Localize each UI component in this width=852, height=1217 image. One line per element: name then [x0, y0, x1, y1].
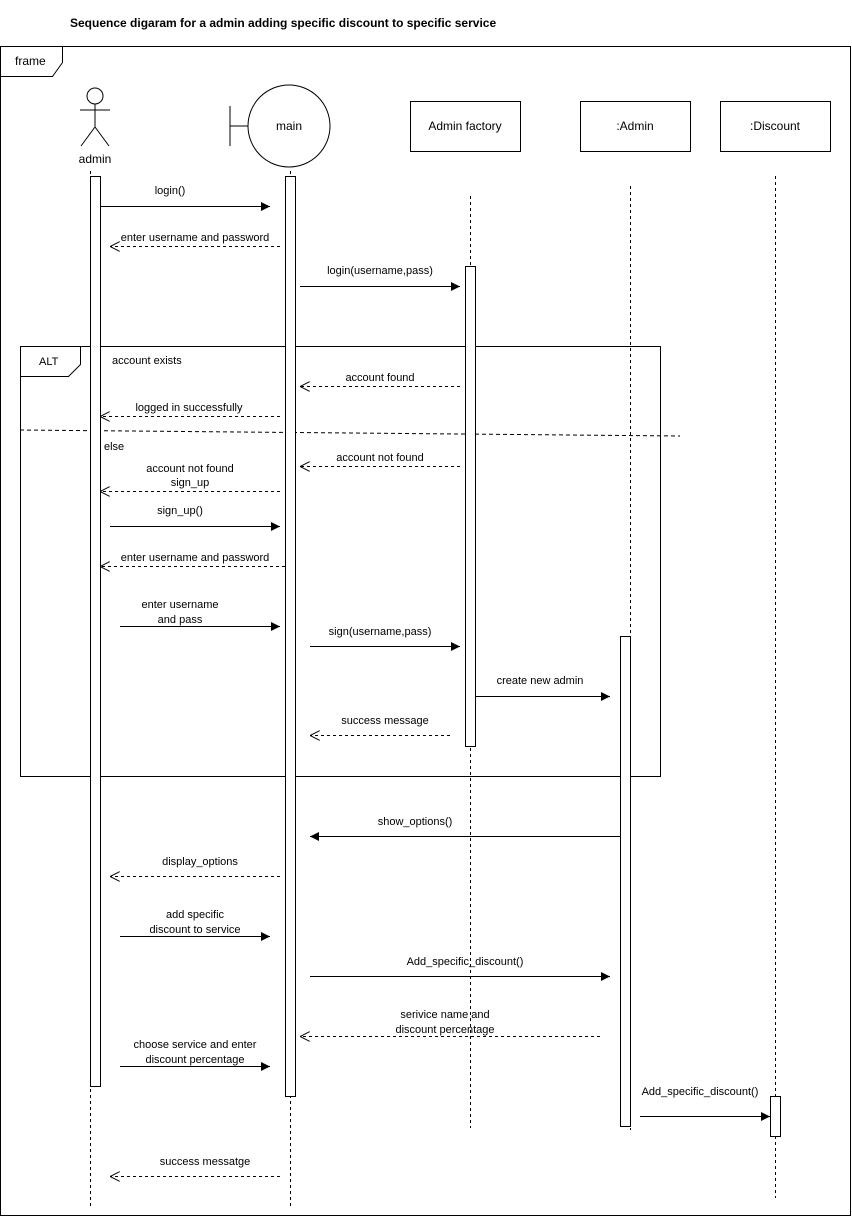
- alt-fragment: [20, 346, 661, 777]
- admin-object-label: :Admin: [616, 119, 653, 133]
- msg-not-found-label-1: account not found: [146, 463, 233, 475]
- msg-sign-label: sign(username,pass): [329, 626, 432, 638]
- admin-actor-icon: [80, 87, 110, 147]
- alt-guard: account exists: [112, 355, 182, 367]
- msg-logged-in-label: logged in successfully: [135, 402, 243, 414]
- discount-object-label: :Discount: [750, 119, 801, 133]
- frame-tab: [0, 46, 63, 77]
- discount-object-box: [720, 101, 831, 152]
- msg-account-found-label: account found: [345, 372, 414, 384]
- msg-enter-username-label-2: and pass: [158, 614, 203, 626]
- admin-factory-box: [410, 101, 521, 152]
- main-activation: [285, 176, 296, 1097]
- msg-add-specific-label-2: discount to service: [149, 924, 240, 936]
- admin-factory-activation: [465, 266, 476, 747]
- msg-login-label: login(): [155, 185, 186, 197]
- admin-activation: [90, 176, 101, 1087]
- msg-add-specific-discount-2-label: Add_specific_discount(): [642, 1086, 759, 1098]
- msg-login-factory-label: login(username,pass): [327, 265, 433, 277]
- msg-display-options-label: display_options: [162, 856, 238, 868]
- msg-not-found-label-2: sign_up: [171, 477, 210, 489]
- alt-divider: [19, 429, 681, 437]
- msg-success-label: success message: [341, 715, 428, 727]
- msg-sign-up-label: sign_up(): [157, 505, 203, 517]
- discount-activation: [770, 1096, 781, 1137]
- msg-add-specific-discount-label: Add_specific_discount(): [407, 956, 524, 968]
- msg-enter-credentials-label: enter username and password: [121, 232, 270, 244]
- alt-fragment-tab: [20, 346, 81, 377]
- msg-success-final-label: success messatge: [160, 1156, 250, 1168]
- msg-enter-credentials-2-label: enter username and password: [121, 552, 270, 564]
- msg-enter-username-label-1: enter username: [141, 599, 218, 611]
- admin-actor-label: admin: [79, 152, 112, 166]
- msg-create-admin-label: create new admin: [497, 675, 584, 687]
- admin-factory-label: Admin factory: [428, 119, 501, 133]
- msg-choose-service-label-1: choose service and enter: [134, 1039, 257, 1051]
- msg-choose-service-label-2: discount percentage: [145, 1054, 244, 1066]
- diagram-title: Sequence digaram for a admin adding spec…: [70, 16, 496, 30]
- msg-service-name-label-2: discount percentage: [395, 1024, 494, 1036]
- outer-frame: [0, 46, 851, 1216]
- msg-account-not-found-label: account not found: [336, 452, 423, 464]
- frame-label: frame: [15, 54, 46, 68]
- admin-object-activation: [620, 636, 631, 1127]
- msg-add-specific-label-1: add specific: [166, 909, 225, 921]
- main-boundary-icon: [229, 84, 331, 168]
- msg-show-options-label: show_options(): [378, 816, 453, 828]
- alt-label: ALT: [39, 356, 59, 368]
- admin-object-box: [580, 101, 691, 152]
- main-boundary-label: main: [276, 119, 302, 133]
- alt-else-label: else: [104, 441, 124, 453]
- msg-service-name-label-1: serivice name and: [400, 1009, 489, 1021]
